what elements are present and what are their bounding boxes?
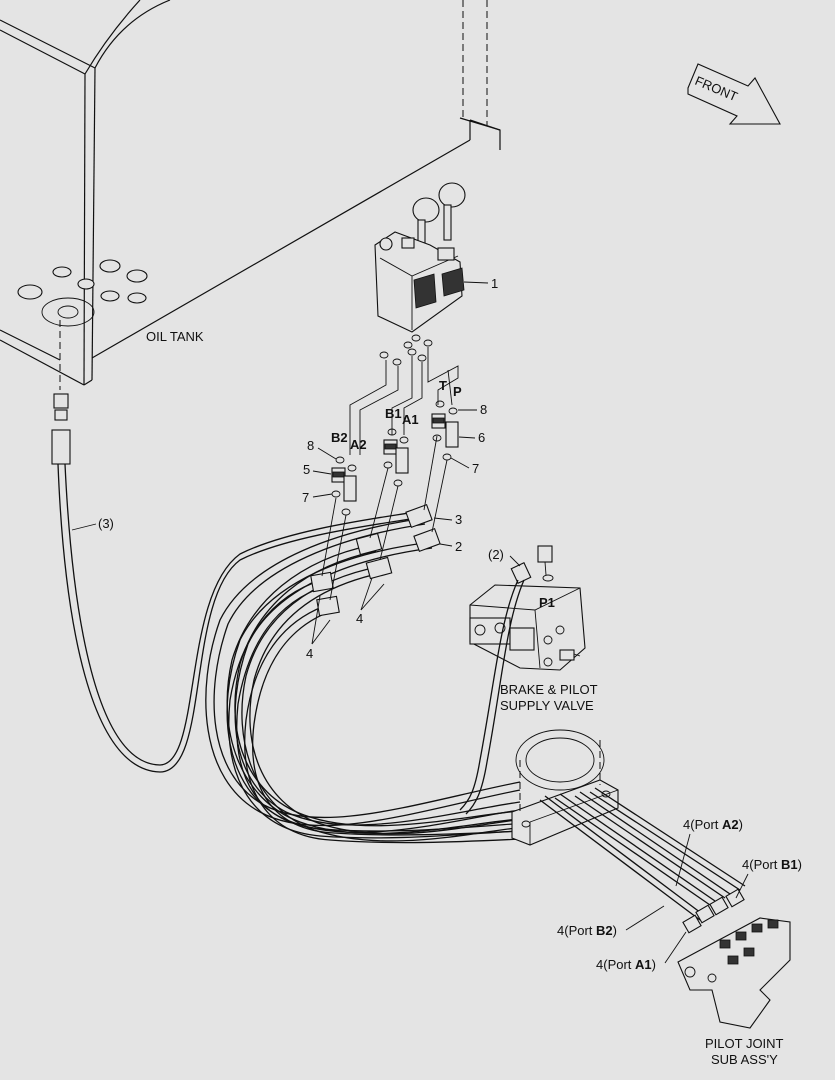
tank-return-hose: (3): [51, 393, 431, 773]
brake-valve-label-line1: BRAKE & PILOT: [500, 682, 598, 697]
ref-8b: 8: [307, 438, 314, 453]
ref-7a: 7: [472, 461, 479, 476]
ref-2: 2: [455, 539, 462, 554]
port-t-label: T: [439, 378, 447, 393]
brake-valve-label-line2: SUPPLY VALVE: [500, 698, 594, 713]
port-b2-label: B2: [331, 430, 348, 445]
brake-pilot-supply-valve: (2) P1 BRAKE & PILOT SUPPLY VALVE: [459, 545, 598, 815]
port-fittings: T P B1 A1 B2 A2 8 6 7 8 5 7: [302, 378, 487, 516]
ref-4a: 4: [356, 611, 363, 626]
ref-5: 5: [303, 462, 310, 477]
port-b1-label: B1: [385, 406, 402, 421]
callout-port-a1: 4(Port A1): [596, 957, 656, 972]
oil-tank: OIL TANK: [0, 0, 501, 390]
ref-paren-3: (3): [98, 516, 114, 531]
ref-4b: 4: [306, 646, 313, 661]
tank-port-fittings: [17, 259, 148, 390]
callout-port-b2: 4(Port B2): [557, 923, 617, 938]
front-direction-arrow: FRONT: [687, 63, 781, 125]
callout-port-a2: 4(Port A2): [683, 817, 743, 832]
callout-port-b1: 4(Port B1): [742, 857, 802, 872]
port-p-label: P: [453, 384, 462, 399]
pilot-joint-label-line2: SUB ASS'Y: [711, 1052, 778, 1067]
pilot-hose-bundle: 3 2 4 4: [205, 435, 546, 844]
oil-tank-label: OIL TANK: [146, 329, 204, 344]
ref-paren-2: (2): [488, 547, 504, 562]
ref-3: 3: [455, 512, 462, 527]
pilot-valve-lever-assembly: 1: [374, 182, 498, 333]
hose-clamp-bracket: [511, 729, 619, 846]
pilot-joint-label-line1: PILOT JOINT: [705, 1036, 784, 1051]
pilot-valve-port-routing: [349, 334, 459, 455]
pilot-joint-sub-assembly: 4(Port A2) 4(Port B1) 4(Port B2) 4(Port …: [557, 817, 802, 1067]
hoses-to-pilot-joint: [539, 787, 746, 921]
port-a1-label: A1: [402, 412, 419, 427]
port-p1-label: P1: [539, 595, 555, 610]
port-a2-label: A2: [350, 437, 367, 452]
ref-6: 6: [478, 430, 485, 445]
ref-8a: 8: [480, 402, 487, 417]
ref-1: 1: [491, 276, 498, 291]
ref-7b: 7: [302, 490, 309, 505]
